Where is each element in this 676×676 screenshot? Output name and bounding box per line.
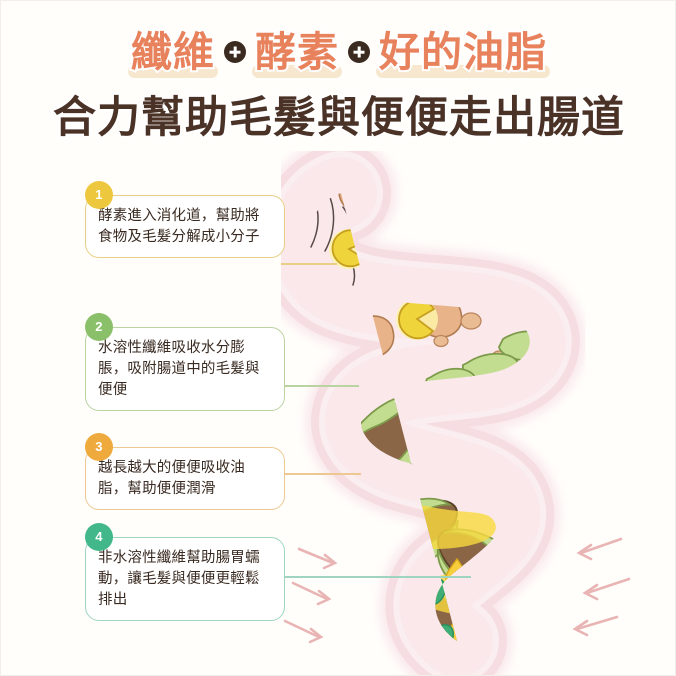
step-badge-4: 4 (85, 523, 113, 551)
connector-line-2 (281, 385, 359, 387)
step-text-1: 酵素進入消化道，幫助將食物及毛髮分解成小分子 (98, 208, 260, 245)
step-badge-3: 3 (85, 433, 113, 461)
keyword-good-oil: 好的油脂 (376, 25, 550, 79)
enzyme-pacman (434, 202, 472, 240)
insoluble-fiber-leaf (515, 618, 530, 641)
peristalsis-arrow-right (576, 537, 623, 561)
keyword-fiber: 纖維 (128, 25, 218, 79)
step-callout-3[interactable]: 3 越長越大的便便吸收油脂，幫助便便潤滑 (85, 433, 285, 510)
step-text-2: 水溶性纖維吸收水分膨脹，吸附腸道中的毛髮與便便 (98, 340, 260, 398)
food-crumb (460, 312, 482, 330)
peristalsis-arrow-left (297, 547, 338, 570)
title-line-subtitle: 合力幫助毛髮與便便走出腸道 (51, 92, 626, 144)
step-callout-2[interactable]: 2 水溶性纖維吸收水分膨脹，吸附腸道中的毛髮與便便 (85, 313, 285, 411)
peristalsis-arrow-left (283, 619, 324, 644)
step-callout-4[interactable]: 4 非水溶性纖維幫助腸胃蠕動，讓毛髮與便便更輕鬆排出 (85, 523, 285, 621)
title-block: 纖維酵素好的油脂 合力幫助毛髮與便便走出腸道 (1, 25, 675, 145)
connector-line-3 (281, 473, 361, 475)
peristalsis-arrow-left (291, 581, 332, 606)
food-crumb (433, 334, 449, 348)
plus-icon-2 (348, 41, 370, 64)
keyword-enzyme: 酵素 (252, 25, 342, 79)
step-text-3: 越長越大的便便吸收油脂，幫助便便潤滑 (98, 460, 245, 497)
step-badge-1: 1 (85, 181, 113, 209)
intestine-illustration (281, 151, 675, 676)
step-callout-1[interactable]: 1 酵素進入消化道，幫助將食物及毛髮分解成小分子 (85, 181, 285, 258)
step-badge-2: 2 (85, 313, 113, 341)
peristalsis-arrow-right (572, 615, 619, 637)
title-line-keywords: 纖維酵素好的油脂 (128, 25, 550, 79)
plus-icon-1 (224, 41, 246, 64)
peristalsis-arrow-group (283, 537, 631, 644)
connector-line-1 (281, 263, 337, 265)
step-text-4: 非水溶性纖維幫助腸胃蠕動，讓毛髮與便便更輕鬆排出 (98, 550, 260, 608)
peristalsis-arrow-right (582, 577, 631, 601)
connector-line-4 (281, 576, 471, 578)
